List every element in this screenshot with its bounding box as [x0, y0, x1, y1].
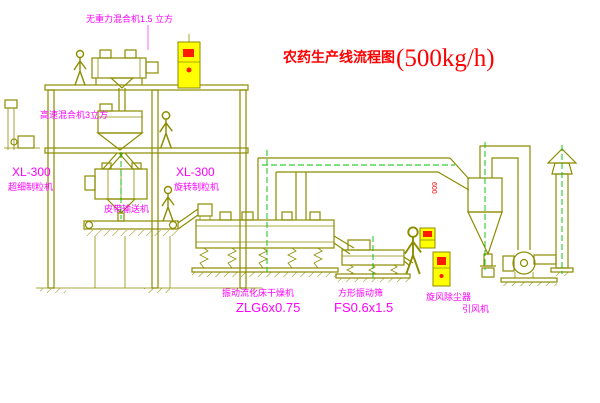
- page-title: 农药生产线流程图: [282, 49, 395, 65]
- label-gravity-mixer: 无重力混合机1.5 立方: [86, 13, 173, 24]
- label-draft-fan: 引风机: [462, 303, 489, 314]
- gravity-mixer: [91, 49, 159, 111]
- annotations: 无重力混合机1.5 立方 农药生产线流程图 (500kg/h) 高速混合机3立方…: [8, 13, 495, 315]
- control-cabinet-mid: [419, 227, 436, 249]
- person-second-floor: [158, 111, 174, 149]
- label-granulator-left-name: 超细制粒机: [8, 181, 53, 192]
- control-cabinet-top: [177, 34, 201, 89]
- left-dosing-unit: [4, 99, 40, 150]
- person-top-floor: [73, 49, 87, 86]
- label-fluid-bed-dryer: 振动流化床干燥机: [222, 287, 294, 298]
- building-frame: [36, 84, 262, 293]
- person-granulator-level: [161, 185, 175, 222]
- label-belt-conveyor: 皮带输送机: [104, 203, 149, 214]
- control-cabinet-bottom: [432, 251, 451, 287]
- label-vibrating-screen: 方形振动筛: [338, 287, 383, 298]
- label-granulator-right-name: 旋转制粒机: [174, 181, 219, 192]
- centerlines: [120, 142, 563, 280]
- belt-conveyor: [83, 208, 199, 288]
- draft-fan: [500, 251, 558, 286]
- page-title-capacity: (500kg/h): [396, 45, 495, 72]
- label-vibrating-screen-model: FS0.6x1.5: [334, 300, 393, 315]
- label-high-speed-mixer: 高速混合机3立方: [40, 109, 108, 120]
- fluid-bed-dryer: [191, 203, 355, 277]
- label-cyclone: 旋风除尘器: [426, 291, 471, 302]
- cyclone-separator: [467, 145, 531, 278]
- label-duct-diameter: 600: [430, 182, 437, 194]
- person-near-screen: [403, 226, 423, 275]
- label-fluid-bed-dryer-model: ZLG6x0.75: [236, 300, 300, 315]
- vibrating-screen: [335, 239, 414, 282]
- high-speed-mixer: [96, 103, 144, 151]
- label-granulator-right-model: XL-300: [176, 165, 215, 179]
- label-granulator-left-model: XL-300: [12, 165, 51, 179]
- exhaust-duct: [257, 157, 470, 220]
